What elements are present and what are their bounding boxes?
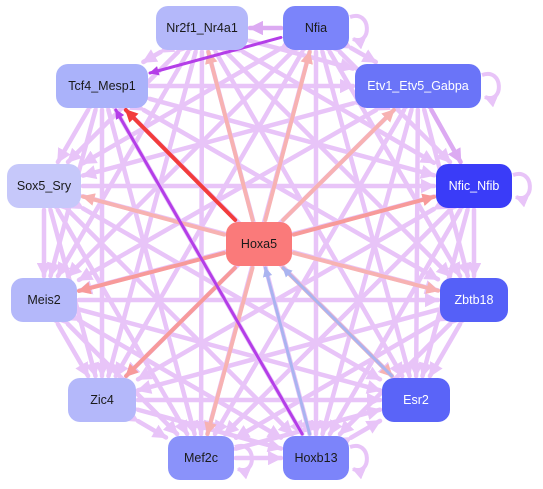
node-label-mef2c: Mef2c [184, 451, 218, 465]
edge-hoxa5-to-etv1 [281, 108, 396, 222]
node-box-hoxa5 [226, 222, 292, 266]
node-hoxa5[interactable]: Hoxa5 [226, 222, 292, 266]
node-label-etv1: Etv1_Etv5_Gabpa [367, 79, 469, 93]
node-mef2c[interactable]: Mef2c [168, 436, 234, 480]
node-zbtb18[interactable]: Zbtb18 [440, 278, 508, 322]
edge-hoxb13-to-hoxa5 [262, 266, 312, 436]
self-loop-mef2c [234, 443, 254, 480]
edge-hoxa5-to-meis2 [77, 251, 226, 295]
edge-esr2-to-hoxa5 [281, 266, 394, 378]
node-label-meis2: Meis2 [27, 293, 60, 307]
edge-hoxa5-to-mef2c [204, 266, 255, 436]
node-box-zbtb18 [440, 278, 508, 322]
node-box-esr2 [382, 378, 450, 422]
self-loop-hoxb13 [349, 443, 369, 480]
node-box-mef2c [168, 436, 234, 480]
edge-hoxb13-to-esr2 [336, 418, 383, 451]
edge-hoxa5-to-tcf4 [123, 108, 238, 222]
node-box-nfic [436, 164, 512, 208]
edge-zbtb18-to-esr2 [427, 309, 473, 379]
node-nfic[interactable]: Nfic_Nfib [436, 164, 512, 208]
node-label-nfic: Nfic_Nfib [449, 179, 500, 193]
node-label-zic4: Zic4 [90, 393, 114, 407]
edge-hoxa5-to-nfia [263, 50, 313, 222]
node-meis2[interactable]: Meis2 [11, 278, 77, 322]
node-nfia[interactable]: Nfia [283, 6, 349, 50]
edge-nr2f1-to-tcf4 [141, 39, 176, 65]
self-loop-nfia [349, 13, 369, 50]
edge-hoxa5-to-nfic [292, 193, 436, 237]
node-box-sox5 [7, 164, 81, 208]
self-loop-etv1 [481, 71, 501, 108]
node-label-esr2: Esr2 [403, 393, 429, 407]
node-box-nfia [283, 6, 349, 50]
edge-etv1-to-nfic [418, 95, 463, 165]
edge-hoxb13-to-tcf4 [114, 108, 304, 436]
edge-nr2f1-to-mef2c [193, 39, 210, 437]
node-box-nr2f1 [156, 6, 248, 50]
node-label-sox5: Sox5_Sry [17, 179, 72, 193]
node-box-etv1 [355, 64, 481, 108]
edge-hoxa5-to-sox5 [81, 193, 226, 237]
node-label-tcf4: Tcf4_Mesp1 [68, 79, 135, 93]
node-label-nfia: Nfia [305, 21, 327, 35]
node-box-tcf4 [56, 64, 148, 108]
node-box-hoxb13 [283, 436, 349, 480]
node-esr2[interactable]: Esr2 [382, 378, 450, 422]
self-loop-layer [234, 13, 532, 480]
node-etv1[interactable]: Etv1_Etv5_Gabpa [355, 64, 481, 108]
node-label-zbtb18: Zbtb18 [455, 293, 494, 307]
node-box-zic4 [68, 378, 136, 422]
self-loop-nfic [512, 171, 532, 208]
edge-nfia-to-tcf4 [148, 35, 283, 76]
node-nr2f1[interactable]: Nr2f1_Nr4a1 [156, 6, 248, 50]
node-label-hoxb13: Hoxb13 [294, 451, 337, 465]
node-sox5[interactable]: Sox5_Sry [7, 164, 81, 208]
edge-nfia-to-etv1 [336, 35, 379, 65]
edge-layer [36, 20, 482, 466]
node-hoxb13[interactable]: Hoxb13 [283, 436, 349, 480]
node-tcf4[interactable]: Tcf4_Mesp1 [56, 64, 148, 108]
node-box-meis2 [11, 278, 77, 322]
node-label-nr2f1: Nr2f1_Nr4a1 [166, 21, 238, 35]
node-label-hoxa5: Hoxa5 [241, 237, 277, 251]
edge-hoxa5-to-zbtb18 [292, 251, 440, 294]
edge-hoxa5-to-nr2f1 [205, 50, 255, 222]
edge-zic4-to-mef2c [123, 408, 169, 440]
node-zic4[interactable]: Zic4 [68, 378, 136, 422]
